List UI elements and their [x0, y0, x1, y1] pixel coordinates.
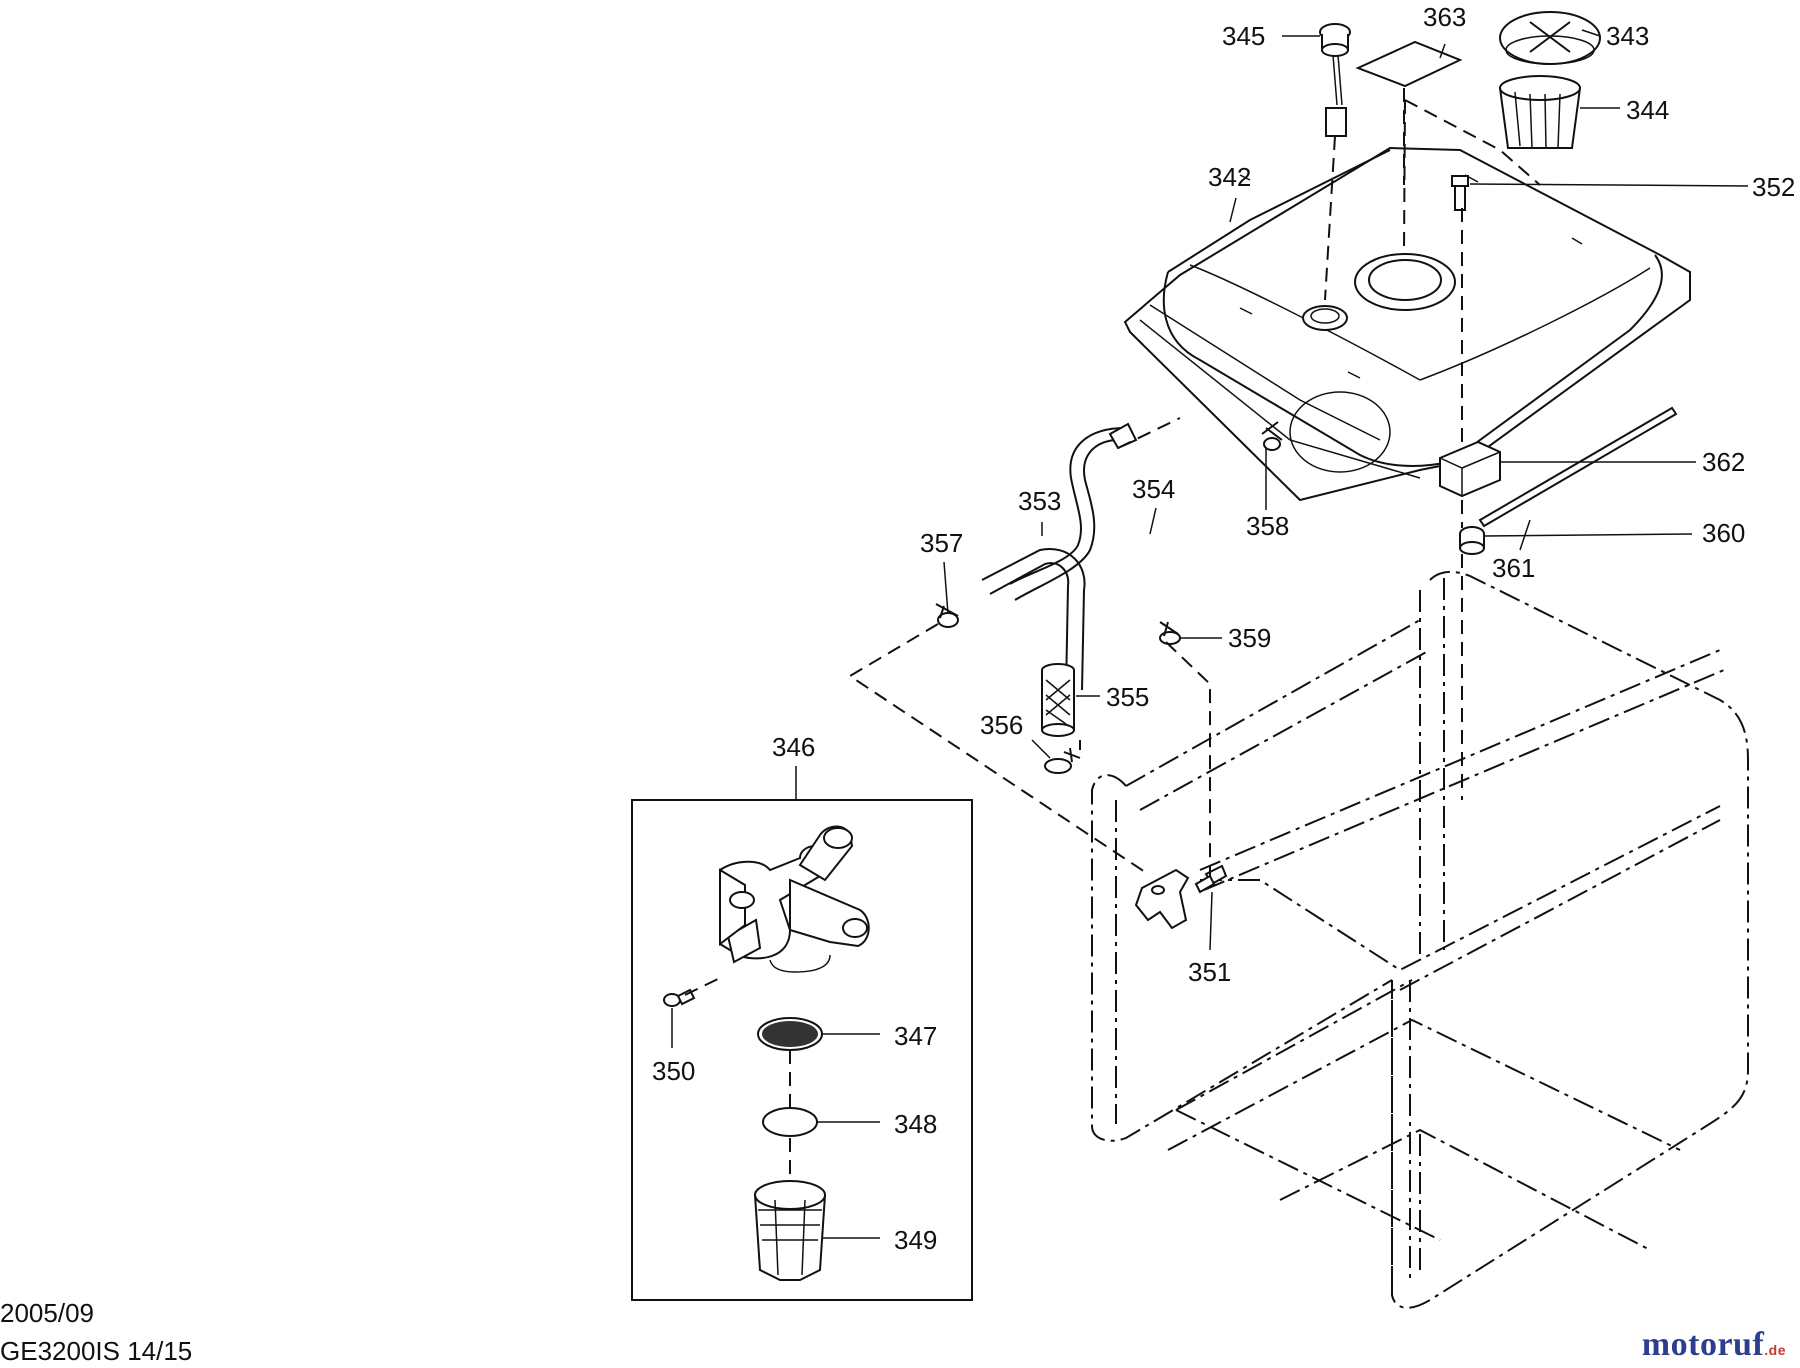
brand-suffix: .de: [1764, 1342, 1786, 1358]
part-label-348: 348: [894, 1109, 937, 1139]
part-label-355: 355: [1106, 682, 1149, 712]
part-label-362: 362: [1702, 447, 1745, 477]
fuel-gauge: [1319, 23, 1351, 137]
part-label-345: 345: [1222, 21, 1265, 51]
part-label-358: 358: [1246, 511, 1289, 541]
filler-cap: [1499, 11, 1601, 65]
part-label-350: 350: [652, 1056, 695, 1086]
hose-clamp-359: [1159, 621, 1181, 645]
fuel-cock-bracket: [1134, 868, 1190, 930]
part-label-356: 356: [980, 710, 1023, 740]
part-label-360: 360: [1702, 518, 1745, 548]
part-label-363: 363: [1423, 2, 1466, 32]
leader-lines: [671, 29, 1749, 1239]
hose-clamp-357: [935, 603, 959, 628]
sediment-cup: [753, 1180, 827, 1281]
part-label-346: 346: [772, 732, 815, 762]
generator-frame: [1091, 570, 1749, 1309]
tank-bolt: [1451, 175, 1469, 211]
part-label-344: 344: [1626, 95, 1669, 125]
part-label-359: 359: [1228, 623, 1271, 653]
tank-cushion: [1439, 440, 1501, 498]
part-label-352: 352: [1752, 172, 1795, 202]
hose-clamp-358: [1261, 421, 1283, 451]
fuel-filter: [1041, 663, 1075, 737]
label-sticker: [1355, 40, 1463, 88]
model-page-reference: GE3200IS 14/15: [0, 1336, 193, 1366]
fuel-strainer: [1498, 75, 1582, 149]
assembly-guides: [684, 88, 1541, 1182]
fuel-cock-assembly: [631, 799, 973, 1301]
part-label-357: 357: [920, 528, 963, 558]
part-label-354: 354: [1132, 474, 1175, 504]
rubber-strip: [1478, 406, 1678, 528]
mounting-bolt: [1194, 864, 1228, 894]
part-label-351: 351: [1188, 957, 1231, 987]
fuel-hose-lower: [981, 548, 1086, 691]
part-label-342: 342: [1208, 162, 1251, 192]
part-label-353: 353: [1018, 486, 1061, 516]
part-label-349: 349: [894, 1225, 937, 1255]
part-label-343: 343: [1606, 21, 1649, 51]
collar: [1459, 526, 1485, 555]
revision-date: 2005/09: [0, 1298, 94, 1328]
filter-screen: [757, 1017, 823, 1051]
o-ring: [762, 1107, 818, 1137]
brand-watermark: motoruf.de: [1642, 1326, 1786, 1364]
part-label-347: 347: [894, 1021, 937, 1051]
part-label-361: 361: [1492, 553, 1535, 583]
brand-name: motoruf: [1641, 1326, 1765, 1363]
hose-clamp-356: [1044, 747, 1081, 774]
fuel-tank: [1123, 146, 1691, 502]
